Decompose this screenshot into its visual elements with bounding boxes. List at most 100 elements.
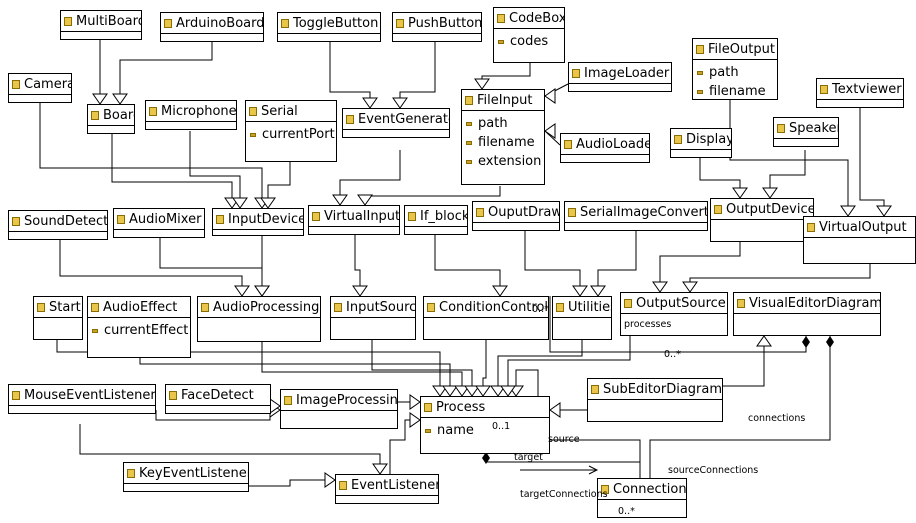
- class-header: VisualEditorDiagram: [734, 293, 880, 313]
- class-icon: [624, 298, 632, 308]
- generalization-line[interactable]: [339, 150, 401, 205]
- class-name: FileInput: [477, 92, 533, 108]
- class-keyeventlistener[interactable]: KeyEventListener: [123, 462, 249, 492]
- class-camera[interactable]: Camera: [8, 73, 72, 103]
- attribute-row[interactable]: path: [466, 114, 544, 133]
- generalization-line[interactable]: [481, 63, 531, 89]
- class-mouseeventlistener[interactable]: MouseEventListener: [8, 384, 156, 414]
- class-imageloader[interactable]: ImageLoader: [568, 62, 672, 92]
- class-header: ToggleButton: [278, 13, 380, 33]
- generalization-line[interactable]: [267, 162, 291, 208]
- class-outputdevice[interactable]: OutputDevice: [710, 198, 814, 242]
- class-name: InputDevice: [228, 211, 303, 227]
- generalization-arrowhead: [372, 463, 388, 475]
- attribute-row[interactable]: currentPort: [250, 125, 336, 144]
- generalization-line[interactable]: [434, 235, 501, 296]
- attribute-compartment: currentPort: [246, 121, 336, 144]
- class-arduinoboard[interactable]: ArduinoBoard: [160, 12, 264, 42]
- attribute-icon: [697, 70, 703, 75]
- class-start[interactable]: Start: [33, 296, 83, 340]
- generalization-line[interactable]: [689, 264, 871, 292]
- class-eventgenerator[interactable]: EventGenerator: [342, 108, 450, 138]
- class-icon: [91, 110, 99, 120]
- class-header: OutputDevice: [711, 199, 813, 219]
- attribute-row[interactable]: extension: [466, 152, 544, 171]
- class-audioprocessing[interactable]: AudioProcessing: [197, 296, 321, 342]
- attribute-row[interactable]: codes: [498, 32, 564, 51]
- class-multiboard[interactable]: MultiBoard: [60, 10, 142, 40]
- generalization-line[interactable]: [139, 358, 451, 396]
- generalization-line[interactable]: [56, 340, 441, 396]
- attribute-row[interactable]: path: [697, 63, 777, 82]
- attribute-row[interactable]: filename: [466, 133, 544, 152]
- class-utilities[interactable]: Utilities: [552, 296, 612, 340]
- edge-label-target-connections: targetConnections: [520, 489, 608, 500]
- generalization-arrowhead: [682, 281, 698, 293]
- generalization-line[interactable]: [699, 158, 741, 198]
- class-icon: [91, 302, 99, 312]
- attribute-compartment: currentEffect: [88, 317, 190, 340]
- attribute-row[interactable]: name: [425, 421, 549, 440]
- class-name: VisualEditorDiagram: [749, 295, 880, 311]
- class-subeditordiagram[interactable]: SubEditorDiagram: [587, 378, 723, 422]
- class-header: Start: [34, 297, 82, 317]
- class-virtualoutput[interactable]: VirtualOutput: [803, 216, 916, 264]
- class-togglebutton[interactable]: ToggleButton: [277, 12, 381, 42]
- class-inputsource[interactable]: InputSource: [330, 296, 416, 340]
- class-ouputdraw[interactable]: OuputDraw: [472, 201, 560, 231]
- generalization-line[interactable]: [354, 235, 361, 296]
- class-audiomixer[interactable]: AudioMixer: [113, 208, 205, 238]
- class-sounddetect[interactable]: SoundDetect: [8, 210, 108, 240]
- generalization-line[interactable]: [859, 108, 885, 216]
- generalization-line[interactable]: [497, 340, 583, 396]
- class-serialimageconvert[interactable]: SerialImageConvert: [564, 201, 708, 231]
- class-inputdevice[interactable]: InputDevice: [212, 208, 304, 236]
- association-line[interactable]: [649, 336, 831, 478]
- generalization-line[interactable]: [723, 336, 765, 387]
- class-icon: [476, 207, 484, 217]
- class-connection[interactable]: Connection: [597, 478, 687, 518]
- attribute-compartment: name: [421, 417, 549, 440]
- class-conditioncontrol[interactable]: ConditionControl: [423, 296, 549, 340]
- class-speaker[interactable]: Speaker: [773, 117, 839, 147]
- generalization-line[interactable]: [507, 336, 631, 396]
- association-line[interactable]: [550, 439, 641, 474]
- class-virtualinput[interactable]: VirtualInput: [308, 205, 400, 235]
- class-header: Connection: [598, 479, 686, 499]
- class-facedetect[interactable]: FaceDetect: [165, 384, 271, 414]
- generalization-line[interactable]: [111, 134, 233, 208]
- class-ifblock[interactable]: If_block: [404, 205, 468, 235]
- association-line[interactable]: [485, 454, 641, 478]
- attribute-row[interactable]: filename: [697, 82, 777, 101]
- generalization-line[interactable]: [371, 340, 473, 396]
- class-eventlistener[interactable]: EventListener: [335, 474, 439, 504]
- generalization-line[interactable]: [119, 42, 213, 104]
- class-board[interactable]: Board: [87, 104, 135, 134]
- attribute-compartment: [161, 33, 263, 37]
- generalization-line[interactable]: [597, 231, 637, 296]
- generalization-line[interactable]: [249, 479, 335, 487]
- class-pushbutton[interactable]: PushButton: [392, 12, 482, 42]
- generalization-line[interactable]: [189, 131, 241, 208]
- composition-diamond: [482, 452, 490, 464]
- class-display[interactable]: Display: [670, 128, 732, 158]
- class-visualeditordiagram[interactable]: VisualEditorDiagram: [733, 292, 881, 336]
- class-audioloader[interactable]: AudioLoader: [560, 133, 650, 163]
- generalization-line[interactable]: [769, 150, 806, 198]
- generalization-line[interactable]: [659, 242, 741, 292]
- class-microphone[interactable]: Microphone: [145, 100, 237, 130]
- generalization-line[interactable]: [515, 369, 539, 396]
- class-outputsource[interactable]: OutputSource: [620, 292, 728, 336]
- attribute-row[interactable]: currentEffect: [92, 321, 190, 340]
- generalization-line[interactable]: [524, 231, 581, 296]
- class-imageprocessing[interactable]: ImageProcessing: [280, 389, 398, 429]
- generalization-line[interactable]: [261, 342, 463, 396]
- class-textviewer[interactable]: Textviewer: [816, 78, 904, 108]
- generalization-line[interactable]: [39, 103, 263, 208]
